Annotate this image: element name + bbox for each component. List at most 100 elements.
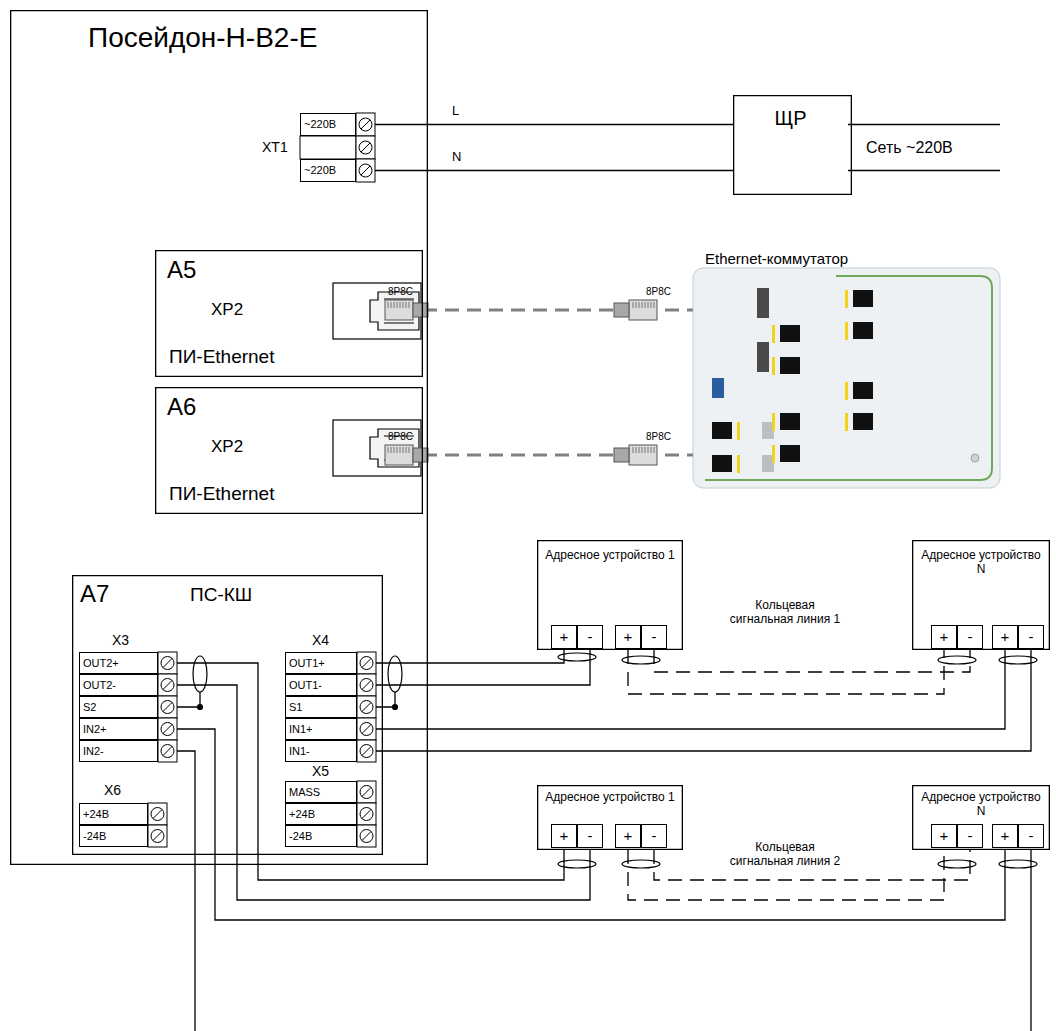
ethernet-switch: [757, 342, 769, 372]
terminal-screw: [362, 658, 371, 667]
terminal-sign: -: [577, 824, 603, 848]
wire: [177, 729, 215, 855]
terminal-screw: [163, 680, 172, 689]
pin-name: ~220В: [300, 113, 356, 136]
terminal-screw: [360, 745, 373, 758]
terminal-screw: [360, 701, 373, 714]
pin-name: OUT1+: [285, 652, 357, 674]
terminal-screw: [357, 674, 376, 696]
terminal-block-name: XT1: [262, 139, 288, 155]
terminal-screw: [158, 674, 177, 696]
pin-name: IN1+: [285, 718, 357, 740]
wire: [177, 685, 590, 900]
terminal-screw: [148, 113, 376, 847]
terminal-screw: [360, 830, 373, 843]
ethernet-switch: [712, 455, 732, 472]
pin-name: IN1-: [285, 740, 357, 762]
terminal-screw: [357, 803, 376, 825]
pin-name: OUT2-: [79, 674, 158, 696]
terminal-screw: [148, 825, 167, 847]
terminal-screw: [360, 808, 373, 821]
terminal-sign: +: [551, 625, 577, 649]
wire: [376, 692, 395, 707]
terminal-sign: -: [1018, 625, 1044, 649]
terminal-sign: -: [641, 625, 667, 649]
terminal-screw: [359, 164, 372, 177]
line-label: Кольцевая сигнальная линия 1: [722, 598, 848, 626]
terminal-screw: [357, 696, 376, 718]
connector-type: 8P8C: [388, 286, 413, 298]
pin-name: OUT1-: [285, 674, 357, 696]
terminal-screw: [360, 723, 373, 736]
terminal-screw: [158, 696, 177, 718]
ethernet-switch: [853, 413, 873, 430]
pin-name: -24В: [79, 825, 148, 847]
terminal-sign: +: [615, 824, 641, 848]
terminal-screw: [362, 746, 371, 755]
node-title: ЩР: [733, 107, 848, 130]
ethernet-switch: [772, 357, 775, 375]
terminal-screw: [151, 830, 164, 843]
terminal-screw: [357, 652, 376, 674]
ethernet-switch: [712, 378, 724, 398]
node-title: Адресное устройство 1: [543, 548, 677, 562]
pin-name: MASS: [285, 781, 357, 803]
interface-module: A5XP2ПИ-Ethernet: [155, 250, 423, 377]
rj45-plug: [385, 300, 428, 320]
node-title: A6: [167, 393, 196, 421]
rj45-plug: [385, 445, 428, 465]
ethernet-switch: [693, 268, 1000, 488]
terminal-sign: +: [551, 824, 577, 848]
terminal-screw: [357, 696, 376, 718]
terminal-block: [300, 136, 356, 159]
terminal-screw: [360, 657, 373, 670]
ethernet-switch: [853, 290, 873, 307]
terminal-screw: [161, 657, 174, 670]
terminal-screw: [158, 674, 177, 696]
ethernet-switch: [845, 290, 848, 308]
wire-connector: [215, 850, 1005, 920]
terminal-screw: [360, 679, 373, 692]
terminal-screw: [356, 113, 375, 136]
rj45-plug: [614, 445, 657, 465]
node-text: ПИ-Ethernet: [169, 483, 274, 505]
terminal-screw: [357, 825, 376, 847]
wire: [177, 663, 258, 855]
interface-module: A6XP2ПИ-Ethernet: [155, 387, 423, 514]
ethernet-switch: [780, 357, 800, 374]
terminal-screw: [357, 781, 376, 803]
mains-label: Сеть ~220В: [866, 139, 953, 157]
node-title: Адресное устройство 1: [543, 790, 677, 804]
ethernet-switch: [853, 322, 873, 339]
node-title: Ethernet-коммутатор: [705, 250, 848, 267]
terminal-block: [300, 136, 356, 159]
terminal-sign: +: [931, 824, 957, 848]
device-housing: Посейдон-Н-В2-Е A5XP2ПИ-EthernetA6XP2ПИ-E…: [10, 10, 428, 865]
pin-name: S2: [79, 696, 158, 718]
ethernet-switch: [845, 322, 848, 340]
connector-type: 8P8C: [388, 431, 413, 443]
terminal-screw: [153, 809, 162, 818]
ethernet-switch: [780, 445, 800, 462]
wire: [177, 125, 1031, 1031]
line-label: L: [452, 104, 459, 118]
terminal-screw: [356, 136, 375, 159]
terminal-sign: +: [615, 625, 641, 649]
connector-type: 8P8C: [646, 431, 671, 443]
cable-shield: [393, 705, 398, 710]
wire-connector: [428, 170, 733, 171]
terminal-screw: [158, 740, 177, 762]
node-title: Посейдон-Н-В2-Е: [88, 22, 317, 54]
ethernet-switch: [737, 422, 740, 440]
ethernet-switch: [737, 455, 740, 473]
terminal-screw: [362, 680, 371, 689]
wire: [848, 125, 1000, 171]
terminal-screw: [362, 724, 371, 733]
terminal-screw: [359, 118, 372, 131]
wire: [375, 125, 428, 171]
terminal-screw: [359, 141, 372, 154]
connector-type: 8P8C: [646, 286, 671, 298]
terminal-sign: -: [577, 625, 603, 649]
node-title: A7: [80, 580, 109, 608]
pin-name: -24В: [285, 825, 357, 847]
